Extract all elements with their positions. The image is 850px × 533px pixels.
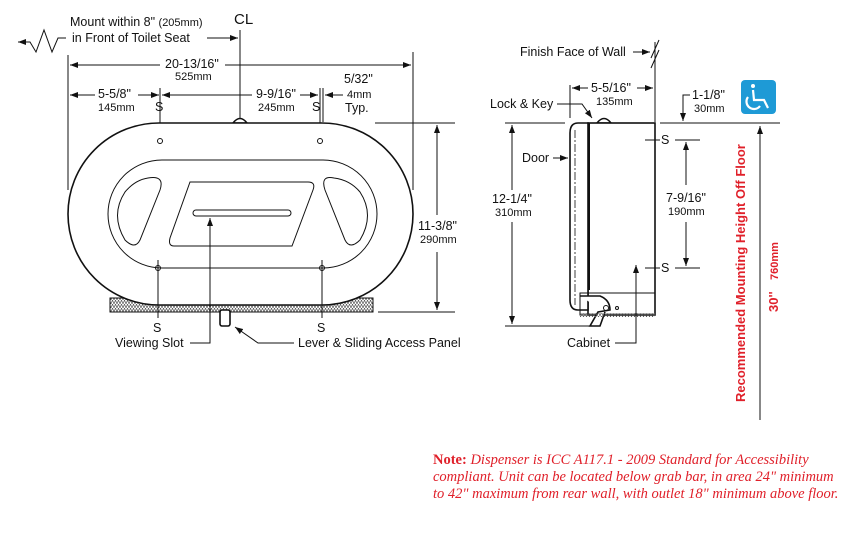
left-offset-mm: 145mm <box>98 102 135 114</box>
side-view: Finish Face of Wall 5-5/16" 135mm Lock &… <box>490 39 780 350</box>
mount-note-line1: Mount within 8" (205mm) <box>70 15 203 29</box>
side-screw-spacing-dim: 7-9/16" <box>666 191 706 205</box>
mount-note-line2: in Front of Toilet Seat <box>72 31 190 45</box>
accessibility-note: Note: Dispenser is ICC A117.1 - 2009 Sta… <box>433 452 843 503</box>
screw-spacing-mm: 245mm <box>258 102 295 114</box>
inner-panel <box>107 159 378 269</box>
edge-typ: Typ. <box>345 101 369 115</box>
screw-label: S <box>661 261 669 275</box>
door-label: Door <box>522 151 549 165</box>
finish-face-label: Finish Face of Wall <box>520 45 626 59</box>
wheelchair-icon <box>741 80 776 114</box>
left-window <box>117 177 162 246</box>
note-lead: Note: <box>433 452 467 468</box>
front-view: Mount within 8" (205mm) in Front of Toil… <box>18 11 461 350</box>
break-symbol-icon <box>18 28 66 54</box>
edge-dim: 5/32" <box>344 72 373 86</box>
mounting-height-mm: 760mm <box>769 242 781 280</box>
overall-width-mm: 525mm <box>175 71 212 83</box>
depth-dim: 5-5/16" <box>591 81 631 95</box>
overall-width-dim: 20-13/16" <box>165 57 219 71</box>
lock-key-label: Lock & Key <box>490 97 554 111</box>
mounting-height-value: 30'' <box>766 291 781 312</box>
lever <box>219 309 231 327</box>
right-window <box>323 177 368 246</box>
screw-label: S <box>312 100 320 114</box>
height-dim: 11-3/8" <box>418 219 457 233</box>
mounting-height: Recommended Mounting Height Off Floor 30… <box>733 80 781 420</box>
cabinet-label: Cabinet <box>567 336 611 350</box>
edge-mm: 4mm <box>347 89 371 101</box>
left-offset-dim: 5-5/8" <box>98 87 131 101</box>
door-panel <box>569 122 589 311</box>
screw-label: S <box>661 133 669 147</box>
screw-label: S <box>155 100 163 114</box>
mounting-height-label: Recommended Mounting Height Off Floor <box>733 144 748 402</box>
side-screw-spacing-mm: 190mm <box>668 206 705 218</box>
top-offset-dim: 1-1/8" <box>692 88 725 102</box>
centerline-symbol: CL <box>234 11 253 28</box>
screw-label: S <box>317 321 325 335</box>
lever-label: Lever & Sliding Access Panel <box>298 336 461 350</box>
viewing-slot-label: Viewing Slot <box>115 336 184 350</box>
viewing-slot <box>192 209 292 217</box>
height-mm: 290mm <box>420 234 457 246</box>
center-window <box>169 181 315 247</box>
side-height-dim: 12-1/4" <box>492 192 532 206</box>
screw-spacing-dim: 9-9/16" <box>256 87 296 101</box>
cabinet-body <box>587 122 656 316</box>
side-height-mm: 310mm <box>495 207 532 219</box>
depth-mm: 135mm <box>596 96 633 108</box>
dispenser-body <box>67 122 414 306</box>
note-text: Dispenser is ICC A117.1 - 2009 Standard … <box>433 452 839 502</box>
screw-label: S <box>153 321 161 335</box>
top-offset-mm: 30mm <box>694 103 725 115</box>
